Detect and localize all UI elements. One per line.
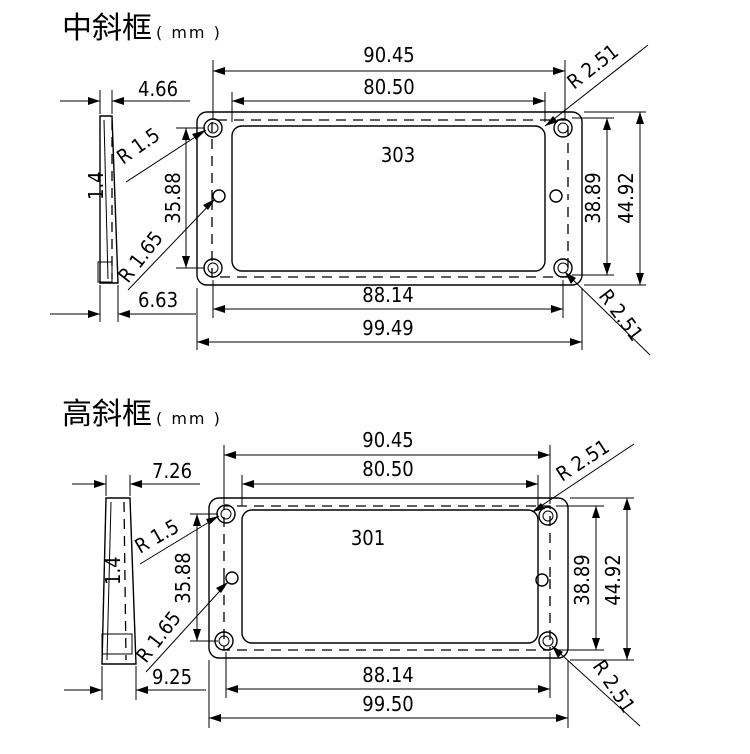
dim-label: 4.66 bbox=[138, 77, 178, 101]
dim-label: 35.88 bbox=[171, 552, 195, 604]
side-mark: 1.4 bbox=[84, 171, 108, 200]
dim-hole-spacing: 35.88 bbox=[171, 513, 218, 642]
drawing-title-medium: 中斜框( mm ) bbox=[62, 14, 222, 44]
frame-inner bbox=[231, 125, 546, 272]
side-view: 1.4 bbox=[84, 115, 119, 284]
drawing-medium-bezel: 1.4 90.45 80.50 88.14 bbox=[50, 39, 651, 356]
dim-label: 99.50 bbox=[362, 692, 414, 716]
dashed-outline-bottom bbox=[223, 578, 551, 651]
dim-top-inner: 80.50 bbox=[231, 75, 546, 122]
frame-outer bbox=[208, 497, 569, 659]
side-mark: 1.4 bbox=[101, 556, 125, 585]
dim-outer-height: 44.92 bbox=[570, 497, 634, 661]
unit-label: ( mm ) bbox=[156, 23, 222, 42]
model-number: 303 bbox=[381, 143, 415, 167]
dim-label: 35.88 bbox=[161, 172, 185, 224]
dim-bottom-inner: 88.14 bbox=[225, 652, 551, 698]
dim-label: 99.49 bbox=[362, 316, 414, 340]
dim-label: 88.14 bbox=[362, 283, 414, 307]
model-number: 301 bbox=[351, 526, 385, 550]
dim-label: 90.45 bbox=[362, 428, 414, 452]
dim-inner-height: 38.89 bbox=[572, 117, 614, 276]
dim-label: 44.92 bbox=[614, 172, 638, 224]
dim-label: 80.50 bbox=[362, 457, 414, 481]
dim-bottom-outer: 99.49 bbox=[196, 288, 583, 350]
dim-label: 44.92 bbox=[601, 554, 625, 606]
dashed-outline-bottom bbox=[211, 200, 569, 278]
leader-radius-corner-top: R 2.51 bbox=[544, 39, 649, 127]
drawing-title-high: 高斜框( mm ) bbox=[62, 400, 222, 430]
side-view: 1.4 bbox=[101, 497, 137, 665]
dim-label: 38.89 bbox=[570, 554, 594, 606]
title-text: 高斜框 bbox=[62, 397, 152, 432]
leader-radius-corner-top: R 2.51 bbox=[531, 434, 635, 513]
frame-outer bbox=[196, 111, 583, 286]
dim-side-top: 4.66 bbox=[60, 77, 190, 114]
dim-top-outer: 90.45 bbox=[223, 428, 551, 504]
leader-radius-hole-small: R 1.5 bbox=[112, 123, 207, 183]
title-text: 中斜框 bbox=[62, 11, 152, 46]
dim-label: 88.14 bbox=[362, 663, 414, 687]
dashed-outline-top bbox=[211, 119, 569, 200]
dim-label: R 1.5 bbox=[131, 514, 184, 558]
dim-bottom-inner: 88.14 bbox=[212, 280, 564, 318]
dim-inner-height: 38.89 bbox=[556, 505, 604, 651]
dim-side-bottom: 6.63 bbox=[50, 285, 196, 322]
dim-label: R 2.51 bbox=[594, 285, 648, 346]
dim-outer-height: 44.92 bbox=[584, 111, 646, 286]
dim-label: 9.25 bbox=[152, 665, 192, 689]
dim-label: 7.26 bbox=[152, 459, 192, 483]
dim-side-bottom: 9.25 bbox=[64, 665, 206, 700]
dim-top-inner: 80.50 bbox=[241, 457, 539, 506]
dim-label: 6.63 bbox=[138, 288, 178, 312]
dim-label: 80.50 bbox=[363, 75, 415, 99]
unit-label: ( mm ) bbox=[156, 409, 222, 428]
dashed-outline-top bbox=[223, 505, 551, 578]
dim-label: 90.45 bbox=[363, 43, 415, 67]
dim-label: 38.89 bbox=[581, 172, 605, 224]
dim-hole-spacing: 35.88 bbox=[161, 127, 205, 269]
dim-label: R 2.51 bbox=[562, 39, 623, 94]
frame-inner bbox=[241, 509, 539, 644]
dim-side-top: 7.26 bbox=[72, 459, 200, 496]
dim-bottom-outer: 99.50 bbox=[208, 660, 569, 728]
mounting-holes bbox=[214, 504, 558, 651]
drawing-high-bezel: 1.4 90.45 80.50 88.14 bbox=[64, 428, 641, 728]
